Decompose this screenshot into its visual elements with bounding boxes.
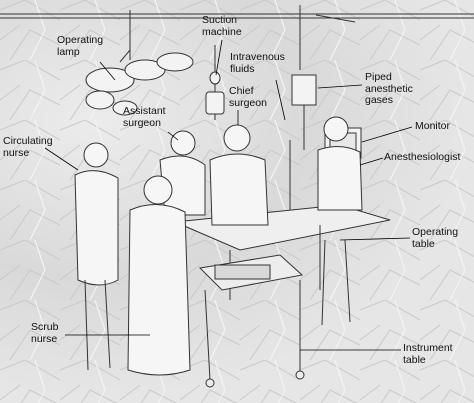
instrument-table-drawing: [198, 254, 305, 388]
label-chief-surgeon: Chief surgeon: [229, 85, 267, 109]
room-structure: [0, 5, 474, 70]
label-suction-machine: Suction machine: [202, 14, 242, 38]
label-monitor: Monitor: [415, 120, 451, 132]
people-drawing: [74, 116, 363, 376]
label-scrub-nurse: Scrub nurse: [31, 321, 59, 345]
piped-gases-drawing: [291, 74, 317, 150]
label-operating-table: Operating table: [412, 226, 459, 250]
label-anesthesiologist: Anesthesiologist: [384, 151, 461, 163]
label-intravenous-fluids: Intravenous fluids: [230, 51, 285, 75]
label-operating-lamp: Operating lamp: [57, 34, 104, 58]
suction-machine-drawing: [205, 45, 225, 120]
operating-lamp-drawing: [85, 49, 194, 116]
label-piped-anesthetic-gases: Piped anesthetic gases: [365, 71, 413, 106]
leader-lines: [44, 39, 413, 351]
label-circulating-nurse: Circulating nurse: [3, 135, 53, 159]
label-assistant-surgeon: Assistant surgeon: [123, 105, 166, 129]
operating-table-drawing: [173, 204, 391, 300]
label-instrument-table: Instrument table: [403, 342, 453, 366]
